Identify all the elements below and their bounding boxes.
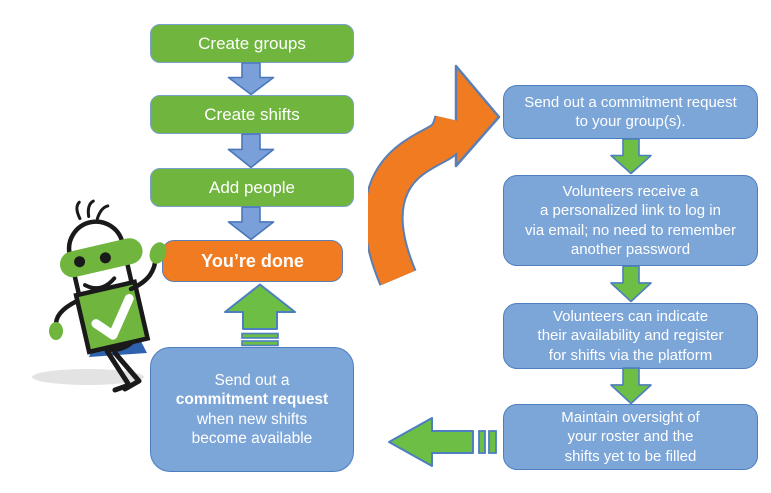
striped-left-arrow-icon bbox=[388, 417, 497, 467]
loop-line: when new shifts bbox=[196, 410, 308, 428]
step-label: Create shifts bbox=[204, 104, 300, 124]
step-line: for shifts via the platform bbox=[548, 346, 713, 364]
arrow-down-icon bbox=[610, 138, 652, 175]
arrow-down-icon bbox=[227, 206, 275, 241]
step-line: their availability and register bbox=[537, 327, 724, 345]
loop-line: Send out a bbox=[214, 371, 290, 389]
step-create-shifts: Create shifts bbox=[150, 95, 354, 134]
step-label: Add people bbox=[208, 177, 296, 197]
right-step-4: Maintain oversight of your roster and th… bbox=[503, 404, 758, 470]
arrow-down-icon bbox=[610, 367, 652, 405]
right-step-3: Volunteers can indicate their availabili… bbox=[503, 303, 758, 369]
step-label: You’re done bbox=[201, 250, 304, 271]
step-youre-done: You’re done bbox=[162, 240, 343, 282]
striped-up-arrow-icon bbox=[224, 283, 296, 347]
step-line: to your group(s). bbox=[575, 113, 686, 130]
step-line: Volunteers receive a bbox=[562, 182, 699, 200]
arrow-down-icon bbox=[610, 265, 652, 303]
right-step-2: Volunteers receive a a personalized link… bbox=[503, 175, 758, 266]
step-create-groups: Create groups bbox=[150, 24, 354, 63]
loop-box-commitment-request: Send out a commitment request when new s… bbox=[150, 347, 354, 472]
loop-line: become available bbox=[191, 430, 313, 447]
step-line: Volunteers can indicate bbox=[552, 307, 709, 325]
step-add-people: Add people bbox=[150, 168, 354, 207]
step-line: Send out a commitment request bbox=[524, 93, 737, 111]
step-line: Maintain oversight of bbox=[561, 408, 700, 426]
arrow-down-icon bbox=[227, 133, 275, 169]
step-line: another password bbox=[570, 241, 691, 258]
step-line: shifts yet to be filled bbox=[564, 447, 697, 465]
step-line: via email; no need to remember bbox=[525, 221, 736, 239]
right-step-1: Send out a commitment request to your gr… bbox=[503, 85, 758, 139]
step-line: a personalized link to log in bbox=[540, 202, 721, 219]
curved-arrow-icon bbox=[368, 64, 501, 286]
arrow-down-icon bbox=[227, 62, 275, 96]
step-label: Create groups bbox=[198, 33, 306, 53]
loop-line-bold: commitment request bbox=[175, 391, 329, 408]
step-line: your roster and the bbox=[567, 428, 694, 446]
